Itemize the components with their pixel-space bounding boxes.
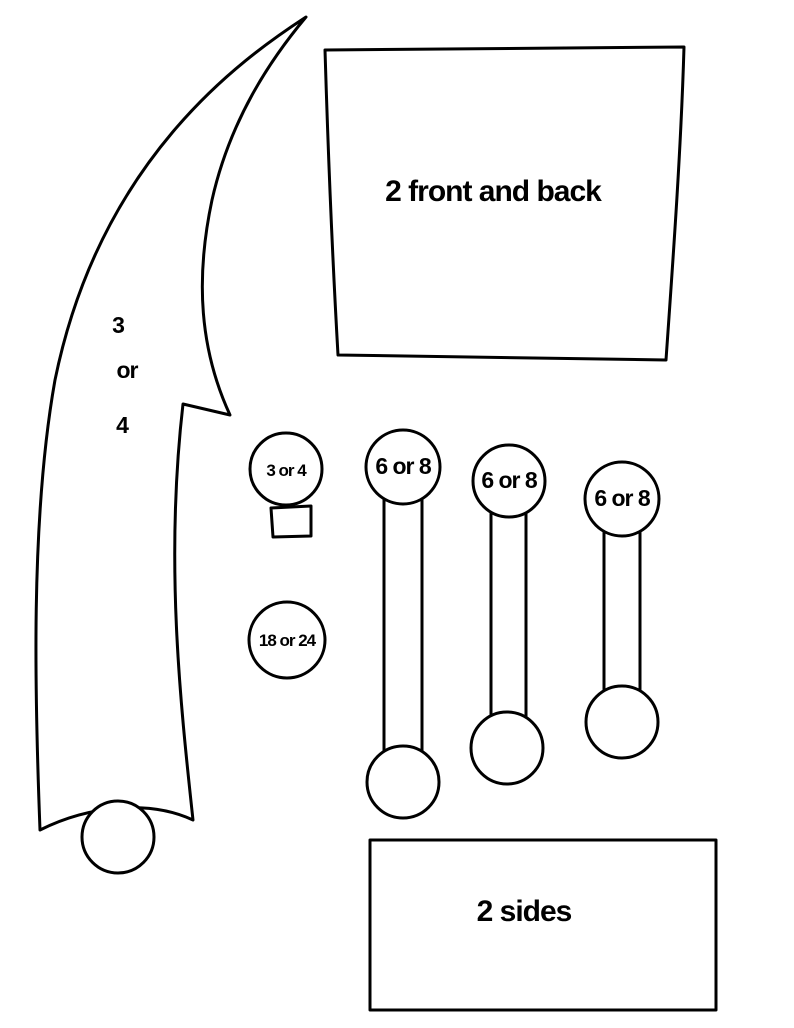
small-circle-bottom (247, 600, 327, 680)
claw-label-line3: 4 (116, 412, 129, 438)
rod-2-top-circle (471, 443, 547, 519)
claw-label-line1: 3 (112, 312, 124, 338)
rod-1-bar (382, 468, 424, 777)
rod-1-label: 6 or 8 (375, 453, 432, 479)
small-circle-top (248, 431, 324, 507)
rod-2-label: 6 or 8 (481, 467, 538, 493)
rod-2-bottom-circle (469, 710, 545, 786)
claw-base-circle (80, 799, 156, 875)
sides-label: 2 sides (477, 895, 572, 928)
rod-1-top-circle (364, 428, 442, 506)
claw-piece (34, 15, 308, 832)
rod-3-bottom-circle (584, 684, 660, 760)
rod-1-bottom-circle (365, 744, 441, 820)
small-circle-bottom-label: 18 or 24 (259, 631, 317, 650)
front-back-panel (323, 45, 686, 362)
small-circle-tab (269, 504, 313, 539)
rod-3-top-circle (583, 460, 661, 538)
small-circle-top-label: 3 or 4 (266, 461, 307, 480)
rod-3-label: 6 or 8 (594, 485, 651, 511)
front-back-label: 2 front and back (385, 175, 602, 208)
rod-2-bar (489, 480, 528, 749)
sides-panel (368, 838, 718, 1012)
claw-label-line2: or (117, 357, 139, 383)
